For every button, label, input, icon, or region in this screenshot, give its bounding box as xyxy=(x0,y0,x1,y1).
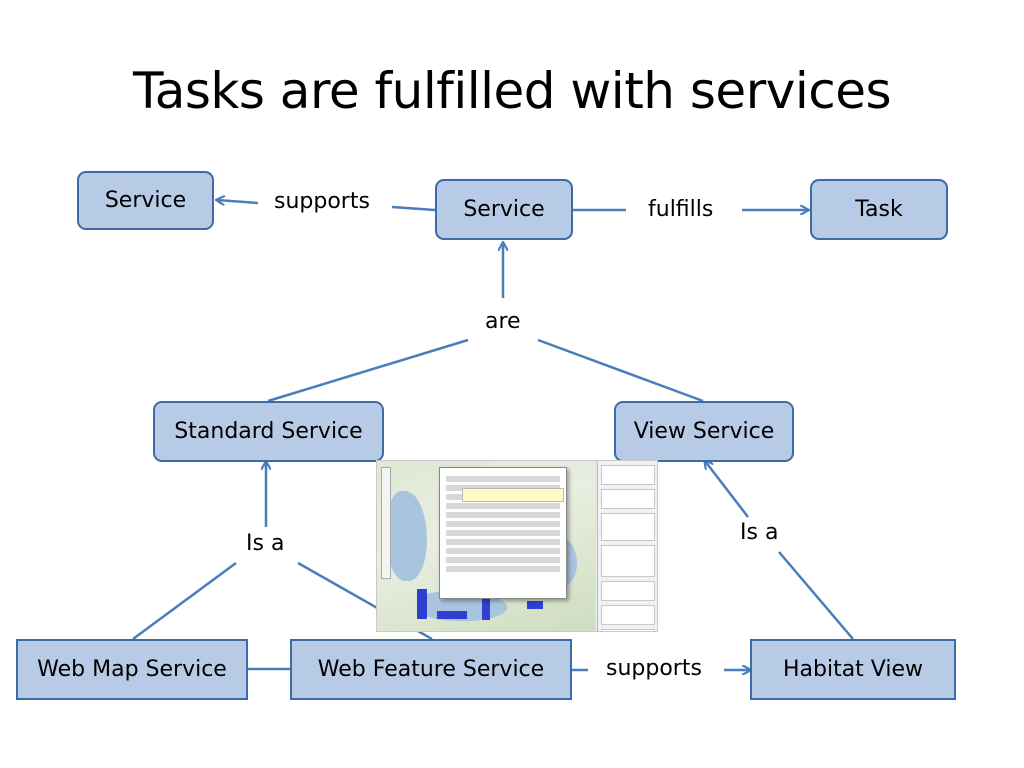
node-web-feature-service-label: Web Feature Service xyxy=(317,657,545,682)
map-zoom-slider xyxy=(381,467,391,579)
node-service-left: Service xyxy=(77,171,214,230)
label-are: are xyxy=(485,309,521,334)
popup-tooltip xyxy=(462,488,564,502)
edge-supports-top-to-service xyxy=(217,200,259,203)
node-habitat-view: Habitat View xyxy=(750,639,956,700)
node-web-feature-service: Web Feature Service xyxy=(290,639,572,700)
node-task: Task xyxy=(810,179,948,240)
feature-info-popup xyxy=(439,467,567,599)
label-fulfills: fulfills xyxy=(648,197,714,222)
node-standard-service-label: Standard Service xyxy=(174,419,363,444)
edge-view-to-are xyxy=(537,338,704,403)
node-view-service-label: View Service xyxy=(633,419,775,444)
label-is-a-right: Is a xyxy=(740,520,779,545)
slide-title: Tasks are fulfilled with services xyxy=(132,62,892,120)
node-service-left-label: Service xyxy=(104,188,187,213)
edge-webmap-to-isa-left xyxy=(132,561,237,641)
edge-service-to-supports-top xyxy=(391,205,436,212)
edge-habitat-to-isa-right xyxy=(778,551,854,640)
node-view-service: View Service xyxy=(614,401,794,462)
node-service-center: Service xyxy=(435,179,573,240)
filter-panel xyxy=(597,461,657,631)
node-web-map-service: Web Map Service xyxy=(16,639,248,700)
node-web-map-service-label: Web Map Service xyxy=(37,657,227,682)
label-supports-bottom: supports xyxy=(606,656,702,681)
label-is-a-left: Is a xyxy=(246,531,285,556)
edge-standard-to-are xyxy=(267,338,469,403)
label-supports-top: supports xyxy=(274,189,370,214)
edge-isa-right-to-view xyxy=(705,461,749,518)
map-area xyxy=(377,461,595,631)
node-task-label: Task xyxy=(855,197,903,222)
node-standard-service: Standard Service xyxy=(153,401,384,462)
node-habitat-view-label: Habitat View xyxy=(782,657,924,682)
node-service-center-label: Service xyxy=(463,197,545,222)
embedded-map-screenshot xyxy=(376,460,658,632)
